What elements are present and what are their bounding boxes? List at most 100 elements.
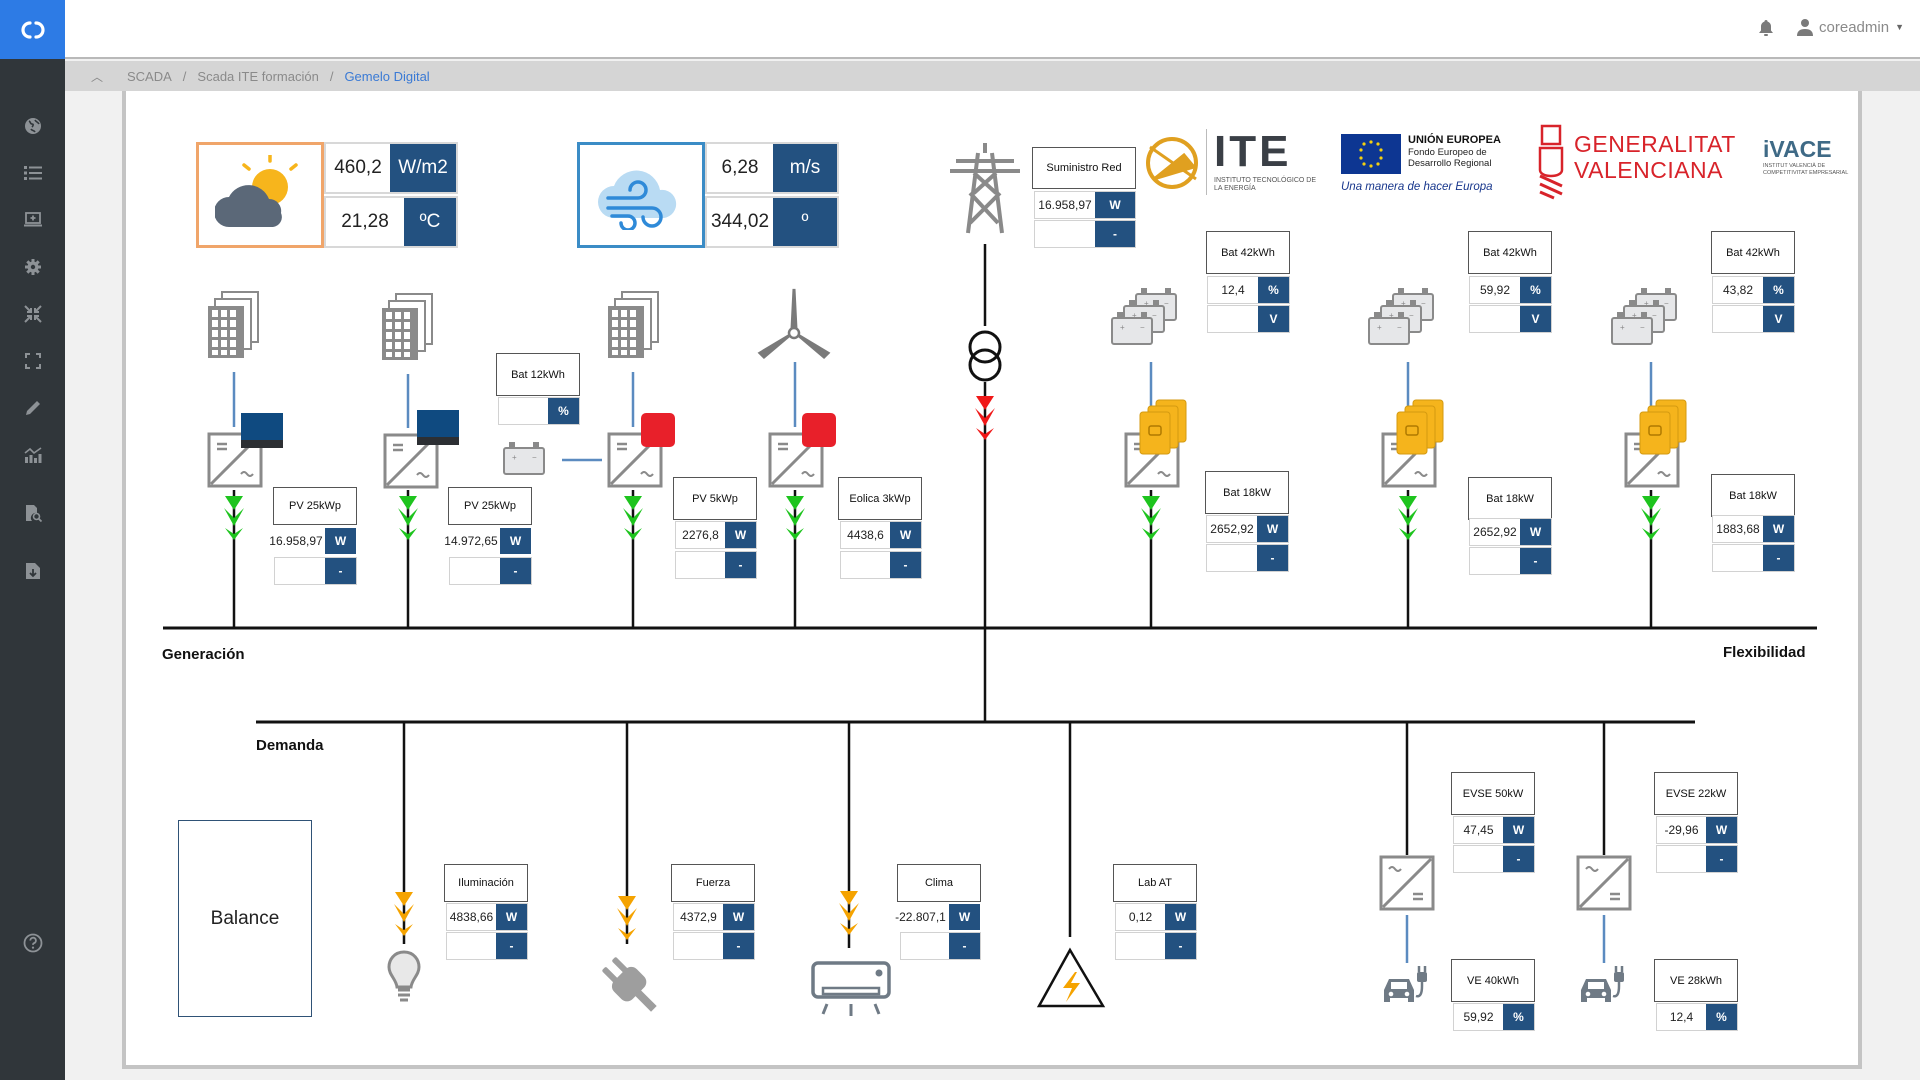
wind-power-value: 4438,6 bbox=[847, 528, 884, 542]
wind-power-unit: W bbox=[890, 522, 921, 548]
ve1-title[interactable]: VE 40kWh bbox=[1451, 959, 1535, 1002]
pv1-power-unit: W bbox=[325, 528, 356, 554]
bank2-soc-value: 59,92 bbox=[1479, 283, 1511, 297]
pv1-secondary-value bbox=[275, 558, 325, 584]
irradiance-readout: 460,2 W/m2 bbox=[324, 142, 458, 194]
sidebar-item-edit[interactable] bbox=[0, 393, 65, 423]
wind-speed-value: 6,28 bbox=[721, 157, 759, 178]
pv1-secondary-readout: - bbox=[274, 557, 357, 585]
bank1-voltage-readout: V bbox=[1207, 305, 1290, 333]
pv2-title[interactable]: PV 25kWp bbox=[448, 487, 532, 525]
sidebar-item-globe[interactable] bbox=[0, 111, 65, 141]
temperature-value: 21,28 bbox=[341, 211, 389, 232]
evse2-title[interactable]: EVSE 22kW bbox=[1654, 772, 1738, 815]
pv3-title[interactable]: PV 5kWp bbox=[673, 477, 757, 520]
notifications-bell-icon[interactable] bbox=[1758, 19, 1774, 42]
eu-line-2: Desarrollo Regional bbox=[1408, 158, 1492, 169]
ite-name: ITE bbox=[1214, 127, 1292, 176]
bank3-voltage-readout: V bbox=[1712, 305, 1795, 333]
bank2-title[interactable]: Bat 42kWh bbox=[1468, 231, 1552, 274]
inv2-secondary-unit: - bbox=[1520, 548, 1551, 574]
breadcrumb-scada-ite[interactable]: Scada ITE formación bbox=[197, 68, 319, 84]
lab-at-title[interactable]: Lab AT bbox=[1113, 864, 1197, 902]
collapse-chevron-up-icon[interactable]: ︿ bbox=[91, 69, 104, 84]
sidebar-item-settings[interactable] bbox=[0, 252, 65, 282]
lab-at-power-unit: W bbox=[1165, 904, 1196, 930]
light-bulb-icon bbox=[387, 950, 421, 1002]
wind-speed-readout: 6,28 m/s bbox=[705, 142, 839, 194]
expand-icon bbox=[24, 353, 41, 369]
inv2-title[interactable]: Bat 18kW bbox=[1468, 477, 1552, 520]
gva-line-2: VALENCIANA bbox=[1574, 157, 1724, 183]
solar-panel-icon bbox=[207, 291, 259, 359]
sidebar-item-list[interactable] bbox=[0, 158, 65, 188]
climate-title[interactable]: Clima bbox=[897, 864, 981, 902]
small-battery-value bbox=[499, 398, 548, 424]
sidebar-item-analytics[interactable] bbox=[0, 440, 65, 470]
climate-secondary-value bbox=[901, 933, 949, 959]
ivace-logo: iVACE INSTITUT VALENCIÀ DE COMPETITIVITA… bbox=[1763, 136, 1853, 186]
evse2-secondary-value bbox=[1657, 846, 1706, 872]
wind-direction-readout: 344,02 º bbox=[705, 196, 839, 248]
lighting-secondary-readout: - bbox=[446, 932, 528, 960]
user-menu[interactable]: coreadmin ▼ bbox=[1797, 18, 1904, 36]
bank1-soc-unit: % bbox=[1258, 277, 1289, 303]
pv3-power-unit: W bbox=[725, 522, 756, 548]
inv1-title[interactable]: Bat 18kW bbox=[1205, 471, 1289, 514]
grid-power-unit: W bbox=[1095, 192, 1135, 218]
ve2-soc-unit: % bbox=[1706, 1004, 1737, 1030]
pv2-power-unit: W bbox=[500, 528, 531, 554]
power-title[interactable]: Fuerza bbox=[671, 864, 755, 902]
solar-panel-icon bbox=[381, 293, 433, 361]
lab-at-branch bbox=[1036, 722, 1106, 1008]
breadcrumb-separator: / bbox=[182, 68, 187, 84]
breadcrumb-gemelo-digital[interactable]: Gemelo Digital bbox=[344, 68, 430, 84]
wind-title[interactable]: Eolica 3kWp bbox=[838, 477, 922, 520]
bank1-title[interactable]: Bat 42kWh bbox=[1206, 231, 1290, 274]
pv3-secondary-readout: - bbox=[675, 551, 757, 579]
breadcrumb-scada[interactable]: SCADA bbox=[127, 68, 172, 84]
evse1-title[interactable]: EVSE 50kW bbox=[1451, 772, 1535, 815]
sidebar-item-help[interactable] bbox=[0, 928, 65, 958]
balance-button[interactable]: Balance bbox=[178, 820, 312, 1017]
pv1-title[interactable]: PV 25kWp bbox=[273, 487, 357, 525]
gear-icon bbox=[24, 259, 41, 275]
lighting-power-value: 4838,66 bbox=[449, 910, 494, 924]
battery-bank-icon bbox=[1369, 288, 1433, 344]
partly-cloudy-icon bbox=[215, 155, 298, 227]
single-line-diagram: +− bbox=[163, 143, 1817, 1016]
grid-power-value: 16.958,97 bbox=[1038, 198, 1092, 212]
evse2-power-value: -29,96 bbox=[1664, 823, 1699, 837]
lab-at-secondary-value bbox=[1116, 933, 1165, 959]
evse1-secondary-readout: - bbox=[1453, 845, 1535, 873]
lighting-title[interactable]: Iluminación bbox=[444, 864, 528, 902]
inv3-secondary-value bbox=[1713, 545, 1763, 571]
evse-branch-1 bbox=[1379, 722, 1435, 1004]
lighting-power-unit: W bbox=[496, 904, 527, 930]
battery-bank-icon bbox=[1612, 288, 1676, 344]
app-logo[interactable] bbox=[0, 0, 65, 59]
sidebar-item-file-download[interactable] bbox=[0, 556, 65, 586]
transmission-tower-icon bbox=[950, 143, 1020, 234]
top-bar: coreadmin ▼ bbox=[65, 0, 1920, 59]
inv3-title[interactable]: Bat 18kW bbox=[1711, 474, 1795, 517]
ve2-title[interactable]: VE 28kWh bbox=[1654, 959, 1738, 1002]
electric-car-icon bbox=[1579, 964, 1626, 1004]
wind-secondary-readout: - bbox=[840, 551, 922, 579]
ite-emblem-icon bbox=[1146, 137, 1198, 189]
sidebar-item-compress[interactable] bbox=[0, 299, 65, 329]
climate-secondary-unit: - bbox=[949, 933, 980, 959]
climate-power-value: -22.807,1 bbox=[895, 910, 946, 924]
sidebar-item-expand[interactable] bbox=[0, 346, 65, 376]
battery-icon bbox=[503, 441, 545, 475]
bank3-title[interactable]: Bat 42kWh bbox=[1711, 231, 1795, 274]
inv2-power-value: 2652,92 bbox=[1473, 525, 1517, 539]
evse1-secondary-unit: - bbox=[1503, 846, 1534, 872]
sidebar-item-file-search[interactable] bbox=[0, 498, 65, 528]
sidebar-item-monitor[interactable] bbox=[0, 205, 65, 235]
bank2-soc-readout: 59,92% bbox=[1469, 276, 1552, 304]
eu-flag-icon bbox=[1341, 134, 1401, 174]
small-battery-title[interactable]: Bat 12kWh bbox=[496, 353, 580, 396]
